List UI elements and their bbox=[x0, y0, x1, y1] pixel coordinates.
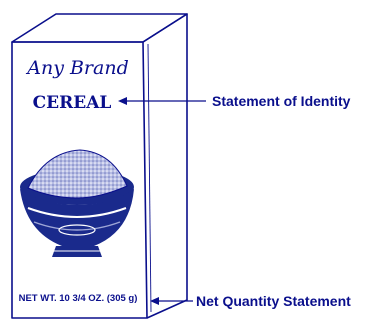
product-name: CEREAL bbox=[33, 93, 112, 113]
box-side-inner-edge bbox=[147, 43, 152, 313]
net-weight-label: NET WT. 10 3/4 OZ. (305 g) bbox=[19, 293, 138, 304]
net-quantity-leader bbox=[150, 297, 193, 305]
cereal-bowl-illustration bbox=[20, 149, 134, 257]
brand-name: Any Brand bbox=[25, 57, 129, 79]
box-top-face bbox=[11, 13, 188, 43]
box-front-face bbox=[11, 41, 148, 319]
cereal-box bbox=[11, 13, 188, 319]
net-quantity-statement-label: Net Quantity Statement bbox=[196, 293, 351, 309]
statement-of-identity-label: Statement of Identity bbox=[212, 93, 351, 109]
identity-leader bbox=[118, 97, 206, 105]
box-side-face bbox=[142, 13, 188, 319]
